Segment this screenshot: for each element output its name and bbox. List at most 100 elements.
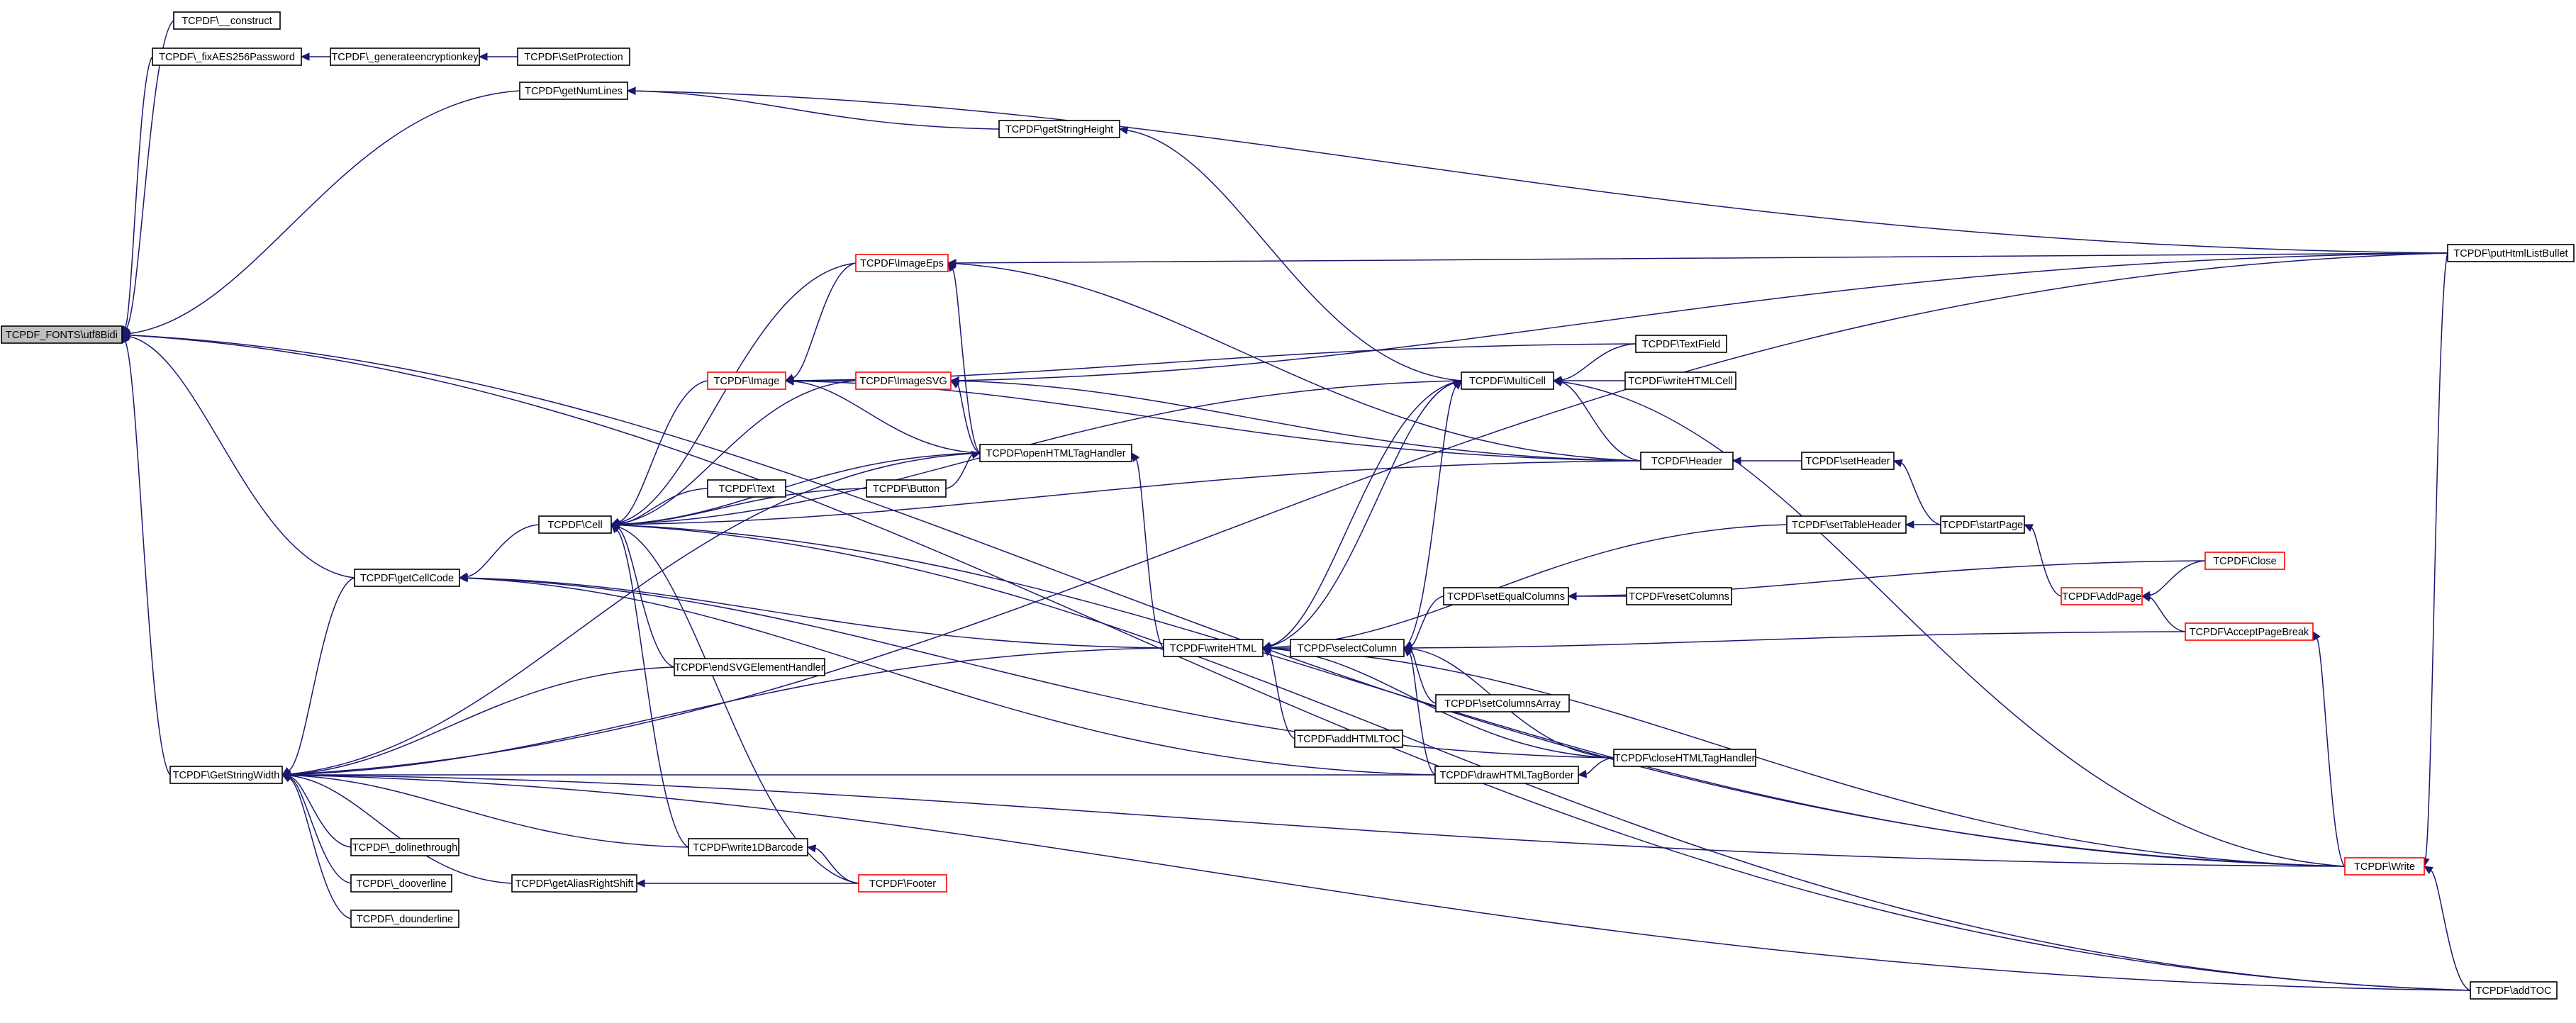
node-genkey[interactable]: TCPDF\_generateencryptionkey bbox=[330, 47, 480, 66]
edge-write-to-root bbox=[121, 330, 2346, 867]
edge-line bbox=[129, 90, 520, 335]
edge-arrowhead bbox=[2023, 524, 2034, 532]
node-write1D[interactable]: TCPDF\write1DBarcode bbox=[688, 838, 808, 856]
node-setProt[interactable]: TCPDF\SetProtection bbox=[517, 47, 630, 66]
edge-arrowhead bbox=[949, 380, 960, 388]
edge-addTOC-to-cell bbox=[610, 520, 2471, 991]
edge-header-to-imageEps bbox=[947, 259, 1641, 462]
node-dounderline[interactable]: TCPDF\_dounderline bbox=[350, 910, 459, 928]
node-textField[interactable]: TCPDF\TextField bbox=[1635, 335, 1727, 353]
node-drawHTMLTagBorder[interactable]: TCPDF\drawHTMLTagBorder bbox=[1434, 766, 1579, 784]
node-endSVGElement[interactable]: TCPDF\endSVGElementHandler bbox=[674, 658, 825, 676]
node-box bbox=[1626, 587, 1732, 605]
edge-write-to-cell bbox=[610, 520, 2346, 867]
node-construct[interactable]: TCPDF\__construct bbox=[173, 11, 281, 30]
edge-arrowhead bbox=[121, 330, 130, 340]
node-box bbox=[707, 371, 786, 390]
node-imageEps[interactable]: TCPDF\ImageEps bbox=[855, 254, 949, 272]
node-write[interactable]: TCPDF\Write bbox=[2344, 857, 2425, 876]
node-text[interactable]: TCPDF\Text bbox=[707, 479, 786, 498]
edge-dounderline-to-getStringWidth bbox=[281, 774, 352, 919]
node-box bbox=[350, 874, 452, 893]
edge-arrowhead bbox=[947, 262, 957, 272]
node-box bbox=[1624, 371, 1736, 390]
edge-line bbox=[2316, 638, 2346, 867]
edge-line bbox=[289, 452, 981, 775]
edge-line bbox=[129, 334, 2346, 867]
edge-addTOC-to-getStringWidth bbox=[281, 771, 2471, 991]
node-button[interactable]: TCPDF\Button bbox=[866, 479, 947, 498]
node-writeHTML[interactable]: TCPDF\writeHTML bbox=[1163, 639, 1264, 657]
edge-close-to-addPage bbox=[2141, 560, 2206, 600]
edge-line bbox=[957, 384, 981, 454]
edge-line bbox=[793, 380, 1641, 462]
node-selectColumn[interactable]: TCPDF\selectColumn bbox=[1290, 639, 1405, 657]
edge-line bbox=[792, 262, 857, 379]
node-footer[interactable]: TCPDF\Footer bbox=[858, 874, 947, 893]
node-setTableHeader[interactable]: TCPDF\setTableHeader bbox=[1786, 515, 1907, 534]
edge-arrowhead bbox=[806, 844, 817, 853]
edge-line bbox=[289, 252, 2448, 776]
node-label: TCPDF\MultiCell bbox=[1469, 376, 1546, 387]
node-setHeader[interactable]: TCPDF\setHeader bbox=[1801, 452, 1895, 470]
node-dooverline[interactable]: TCPDF\_dooverline bbox=[350, 874, 452, 893]
edge-line bbox=[467, 577, 1164, 649]
node-getAliasRight[interactable]: TCPDF\getAliasRightShift bbox=[511, 874, 637, 893]
node-box bbox=[707, 479, 786, 498]
node-box bbox=[1940, 515, 2025, 534]
node-box bbox=[979, 444, 1132, 462]
edge-line bbox=[815, 848, 859, 884]
node-startPage[interactable]: TCPDF\startPage bbox=[1940, 515, 2025, 534]
node-dolinethrough[interactable]: TCPDF\_dolinethrough bbox=[350, 838, 459, 856]
node-box bbox=[1613, 749, 1756, 767]
edge-arrowhead bbox=[1552, 377, 1563, 386]
edge-setHeader-to-header bbox=[1732, 457, 1802, 465]
node-root[interactable]: TCPDF_FONTS\utf8Bidi bbox=[1, 325, 123, 344]
node-openHTMLTag[interactable]: TCPDF\openHTMLTagHandler bbox=[979, 444, 1132, 462]
edge-cell-to-getCellCode bbox=[458, 524, 540, 581]
edge-line bbox=[955, 252, 2448, 264]
edge-arrowhead bbox=[300, 52, 310, 61]
node-box bbox=[169, 766, 283, 784]
node-acceptPageBreak[interactable]: TCPDF\AcceptPageBreak bbox=[2185, 622, 2314, 641]
node-writeHTMLCell[interactable]: TCPDF\writeHTMLCell bbox=[1624, 371, 1736, 390]
node-cell[interactable]: TCPDF\Cell bbox=[538, 515, 612, 534]
edge-arrowhead bbox=[610, 520, 620, 530]
node-box bbox=[1290, 639, 1405, 657]
node-getStringWidth[interactable]: TCPDF\GetStringWidth bbox=[169, 766, 283, 784]
node-addHTMLTOC[interactable]: TCPDF\addHTMLTOC bbox=[1294, 729, 1403, 748]
edge-textField-to-multiCell bbox=[1552, 343, 1637, 384]
node-close[interactable]: TCPDF\Close bbox=[2204, 552, 2285, 570]
node-setColumnsArray[interactable]: TCPDF\setColumnsArray bbox=[1435, 694, 1570, 712]
node-box bbox=[2061, 587, 2143, 605]
node-putHtmlListBullet[interactable]: TCPDF\putHtmlListBullet bbox=[2447, 244, 2575, 262]
edge-acceptPageBreak-to-addPage bbox=[2141, 593, 2186, 632]
edge-line bbox=[2149, 560, 2206, 596]
node-box bbox=[1434, 766, 1579, 784]
node-fixAES[interactable]: TCPDF\_fixAES256Password bbox=[152, 47, 302, 66]
node-addTOC[interactable]: TCPDF\addTOC bbox=[2470, 981, 2558, 1000]
edge-button-to-openHTMLTag bbox=[945, 451, 981, 489]
edge-acceptPageBreak-to-selectColumn bbox=[1403, 631, 2186, 652]
edge-line bbox=[125, 56, 153, 328]
node-label: TCPDF\ImageSVG bbox=[859, 376, 947, 387]
node-imageSVG[interactable]: TCPDF\ImageSVG bbox=[855, 371, 952, 390]
edge-drawHTMLTagBorder-to-getCellCode bbox=[458, 574, 1436, 776]
node-resetColumns[interactable]: TCPDF\resetColumns bbox=[1626, 587, 1732, 605]
node-box bbox=[519, 82, 628, 100]
edge-line bbox=[289, 777, 352, 884]
edge-line bbox=[126, 20, 174, 329]
node-setEqualColumns[interactable]: TCPDF\setEqualColumns bbox=[1443, 587, 1569, 605]
node-getStringHeight[interactable]: TCPDF\getStringHeight bbox=[998, 120, 1120, 138]
node-getNumLines[interactable]: TCPDF\getNumLines bbox=[519, 82, 628, 100]
node-closeHTMLTag[interactable]: TCPDF\closeHTMLTagHandler bbox=[1613, 749, 1756, 767]
node-image[interactable]: TCPDF\Image bbox=[707, 371, 786, 390]
edge-genkey-to-fixAES bbox=[300, 52, 331, 61]
node-header[interactable]: TCPDF\Header bbox=[1640, 452, 1734, 470]
node-addPage[interactable]: TCPDF\AddPage bbox=[2061, 587, 2143, 605]
node-label: TCPDF\openHTMLTagHandler bbox=[986, 448, 1125, 459]
node-box bbox=[866, 479, 947, 498]
node-getCellCode[interactable]: TCPDF\getCellCode bbox=[354, 569, 460, 587]
node-multiCell[interactable]: TCPDF\MultiCell bbox=[1461, 371, 1554, 390]
